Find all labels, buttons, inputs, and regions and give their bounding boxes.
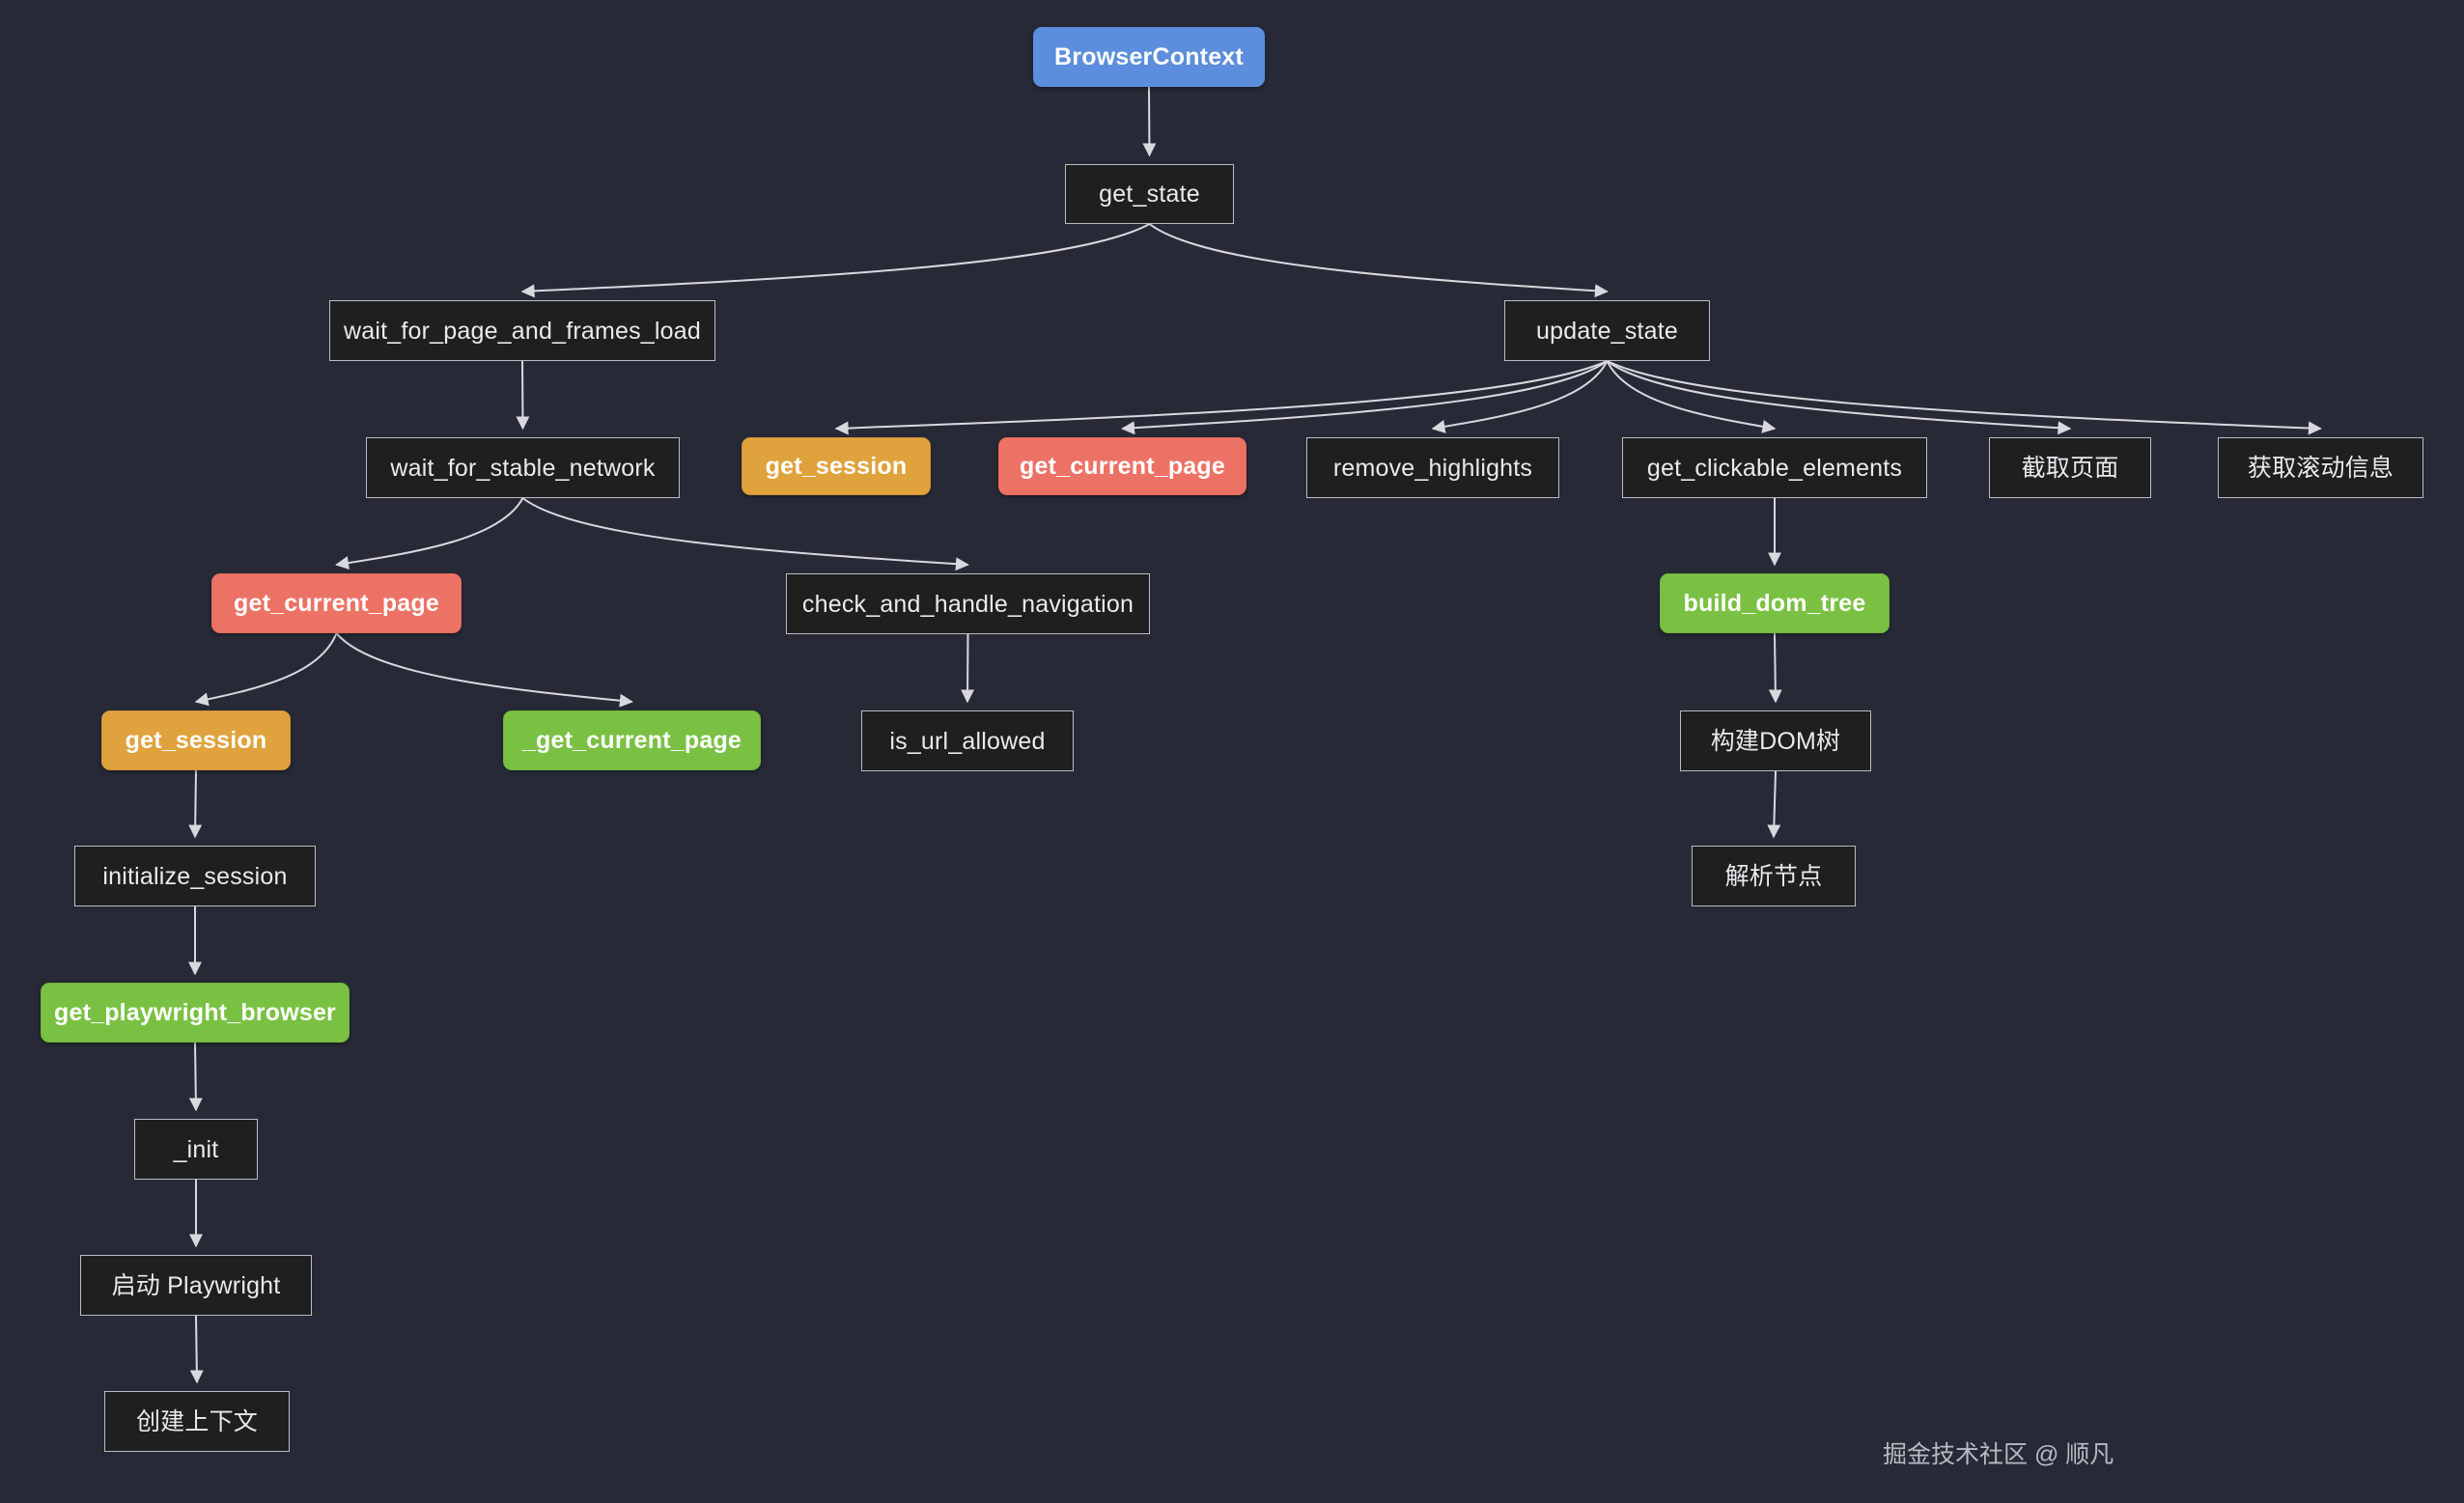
node-check_handle_navigation[interactable]: check_and_handle_navigation — [786, 573, 1150, 634]
node-label: get_clickable_elements — [1646, 454, 1903, 482]
node-get_playwright_browser[interactable]: get_playwright_browser — [41, 983, 350, 1043]
edge-update_state-to-capture_page — [1606, 360, 2072, 435]
node-label: _init — [173, 1135, 219, 1163]
edge-get_current_page_left-to-_get_current_page — [335, 632, 633, 708]
edge-update_state-to-get_clickable_elements — [1606, 360, 1777, 433]
edge-update_state-to-get_session_mid — [834, 360, 1608, 435]
edge-update_state-to-get_scroll_info — [1607, 360, 2322, 435]
edge-browser_context-to-get_state — [1142, 86, 1157, 157]
node-label: get_current_page — [1020, 453, 1225, 480]
edge-wait_stable_network-to-get_current_page_left — [335, 497, 524, 571]
node-label: get_playwright_browser — [54, 999, 336, 1026]
node-wait_page_frames[interactable]: wait_for_page_and_frames_load — [329, 300, 715, 361]
node-remove_highlights[interactable]: remove_highlights — [1306, 437, 1559, 498]
node-label: wait_for_stable_network — [390, 454, 656, 482]
node-get_current_page_left[interactable]: get_current_page — [211, 573, 462, 633]
node-wait_stable_network[interactable]: wait_for_stable_network — [366, 437, 680, 498]
node-label: remove_highlights — [1332, 454, 1533, 482]
edge-get_state-to-update_state — [1148, 223, 1609, 298]
node-label: update_state — [1536, 317, 1678, 345]
edge-build_dom_tree-to-build_dom_tree_cn — [1768, 632, 1782, 704]
node-get_scroll_info[interactable]: 获取滚动信息 — [2218, 437, 2423, 498]
node-label: 构建DOM树 — [1710, 727, 1841, 755]
node-build_dom_tree[interactable]: build_dom_tree — [1660, 573, 1890, 633]
edge-start_playwright_cn-to-create_context_cn — [189, 1315, 204, 1384]
node-_get_current_page[interactable]: _get_current_page — [503, 710, 761, 770]
edge-update_state-to-get_current_page_mid — [1121, 360, 1609, 435]
node-_init[interactable]: _init — [134, 1119, 258, 1180]
node-label: get_current_page — [234, 590, 439, 617]
node-initialize_session[interactable]: initialize_session — [74, 846, 316, 906]
node-get_state[interactable]: get_state — [1065, 164, 1234, 224]
node-label: BrowserContext — [1054, 43, 1244, 70]
edge-build_dom_tree_cn-to-parse_nodes_cn — [1767, 770, 1781, 839]
edge-get_playwright_browser-to-_init — [188, 1042, 203, 1112]
edge-check_handle_navigation-to-is_url_allowed — [961, 633, 975, 704]
node-label: build_dom_tree — [1683, 590, 1866, 617]
node-label: _get_current_page — [521, 727, 742, 754]
node-label: get_session — [765, 453, 908, 480]
node-build_dom_tree_cn[interactable]: 构建DOM树 — [1680, 710, 1871, 771]
node-is_url_allowed[interactable]: is_url_allowed — [861, 710, 1074, 771]
node-label: 截取页面 — [2021, 454, 2119, 482]
edge-get_session_left-to-initialize_session — [188, 769, 203, 839]
node-label: check_and_handle_navigation — [801, 590, 1134, 618]
node-label: 创建上下文 — [135, 1407, 258, 1435]
node-get_clickable_elements[interactable]: get_clickable_elements — [1622, 437, 1927, 498]
node-start_playwright_cn[interactable]: 启动 Playwright — [80, 1255, 312, 1316]
node-label: 解析节点 — [1724, 862, 1823, 890]
node-label: get_state — [1099, 181, 1200, 208]
node-capture_page[interactable]: 截取页面 — [1989, 437, 2151, 498]
node-label: initialize_session — [102, 862, 288, 890]
edge-get_current_page_left-to-get_session_left — [194, 632, 338, 707]
node-label: 启动 Playwright — [111, 1271, 281, 1299]
watermark: 掘金技术社区 @ 顺凡 — [1883, 1441, 2114, 1468]
edge-wait_page_frames-to-wait_stable_network — [516, 360, 530, 431]
edge-update_state-to-remove_highlights — [1431, 360, 1609, 433]
node-browser_context[interactable]: BrowserContext — [1033, 27, 1265, 87]
node-label: wait_for_page_and_frames_load — [344, 317, 701, 345]
edge-wait_stable_network-to-check_handle_navigation — [521, 497, 969, 571]
edge-get_state-to-wait_page_frames — [520, 223, 1150, 298]
node-get_current_page_mid[interactable]: get_current_page — [998, 437, 1246, 495]
node-parse_nodes_cn[interactable]: 解析节点 — [1692, 846, 1856, 906]
node-get_session_mid[interactable]: get_session — [742, 437, 931, 495]
node-get_session_left[interactable]: get_session — [101, 710, 291, 770]
node-update_state[interactable]: update_state — [1504, 300, 1710, 361]
node-create_context_cn[interactable]: 创建上下文 — [104, 1391, 290, 1452]
node-label: is_url_allowed — [889, 727, 1046, 755]
node-label: 获取滚动信息 — [2247, 454, 2394, 482]
node-label: get_session — [125, 727, 267, 754]
